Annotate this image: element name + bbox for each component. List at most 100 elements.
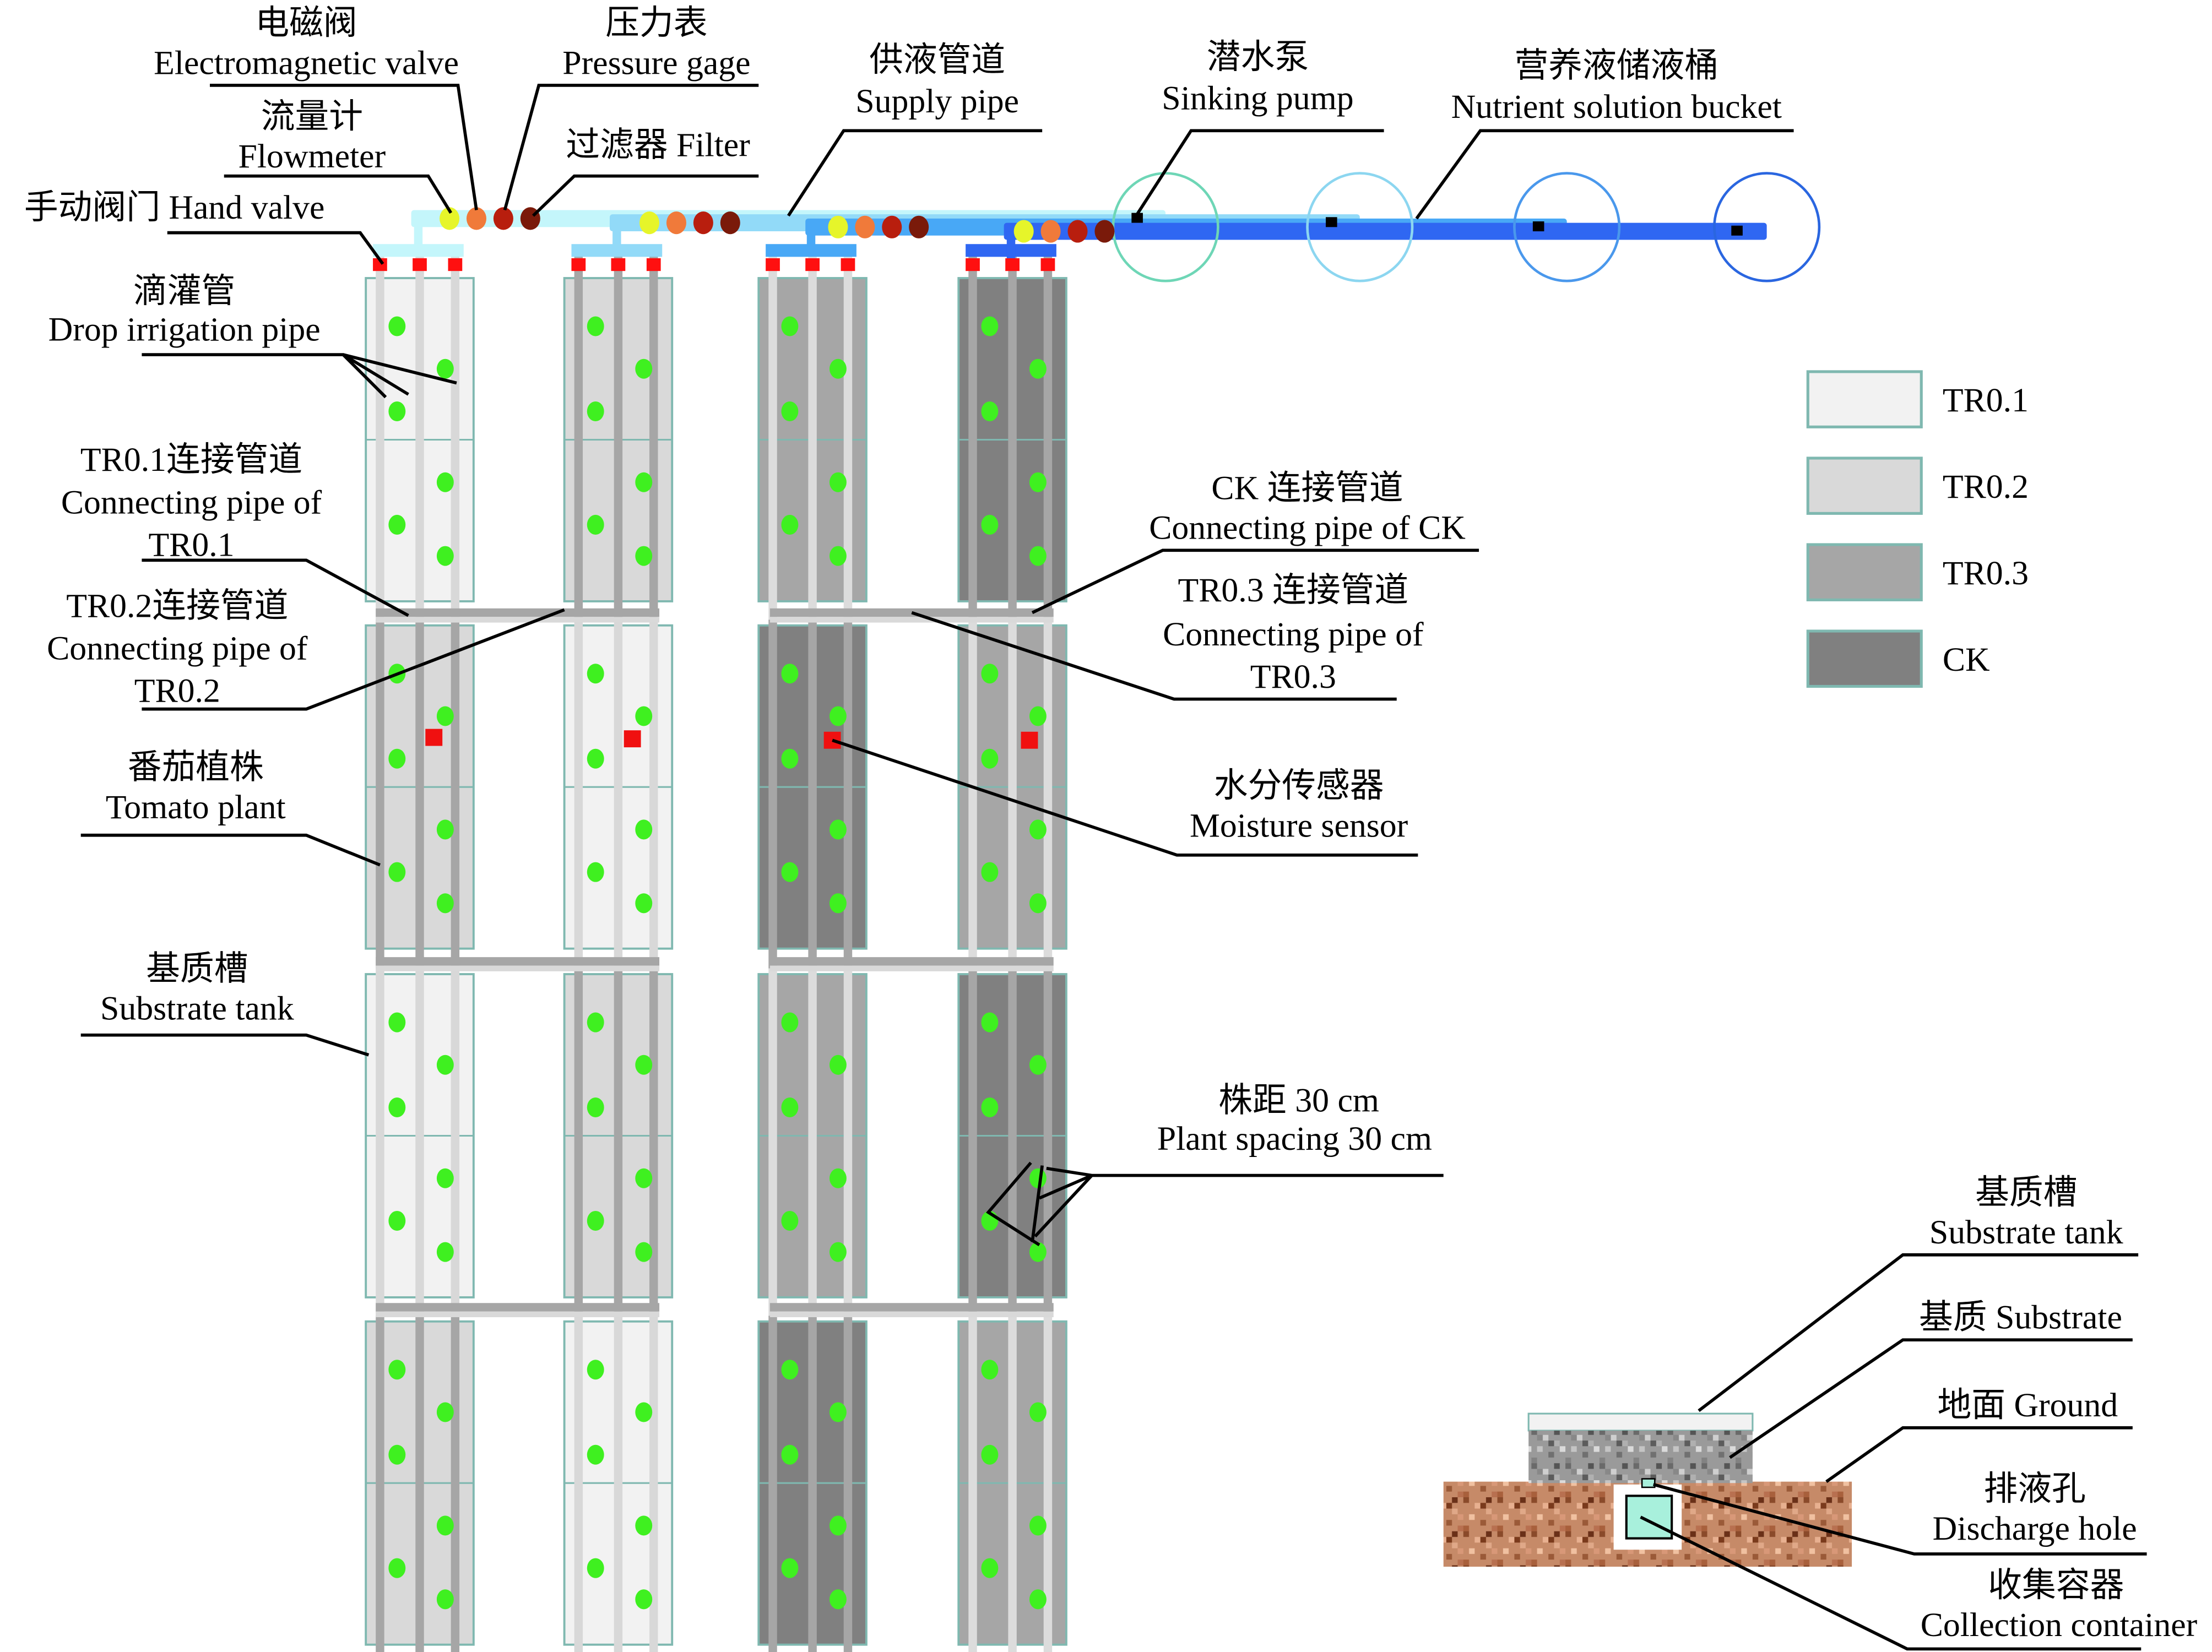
substrate-tank <box>757 252 868 622</box>
hand-valve-icon <box>611 258 626 271</box>
drip-irrigation-pipe <box>574 1316 583 1652</box>
cs-substrate: 基质 Substrate <box>1919 1299 2122 1336</box>
drip-irrigation-pipe <box>614 968 623 1318</box>
leader-cs-substrate <box>1729 1338 2133 1459</box>
leader-nutrient-bucket <box>1415 129 1794 220</box>
valve-assemblies <box>373 207 1115 271</box>
leader-drip-pipe-3 <box>343 353 457 385</box>
flowmeter-icon <box>828 215 848 238</box>
tomato-plant-icon <box>587 1360 604 1380</box>
leader-flowmeter <box>224 174 453 214</box>
label-nutrient-bucket: 营养液储液桶 Nutrient solution bucket <box>1451 47 1782 126</box>
tomato-plant-icon <box>436 1402 454 1422</box>
tomato-plant-icon <box>1029 1589 1047 1610</box>
legend-label: TR0.2 <box>1943 468 2029 506</box>
cs-collection-en: Collection container <box>1921 1606 2198 1644</box>
leader-ck-pipe <box>1031 548 1479 615</box>
substrate-tank <box>563 1316 674 1652</box>
tomato-plant-icon <box>781 1558 799 1578</box>
substrate-tank <box>957 968 1067 1318</box>
filter-icon <box>1094 220 1115 243</box>
pressure-gage-icon <box>882 215 902 238</box>
tomato-plant-icon <box>635 472 653 492</box>
connecting-pipe-tr <box>376 965 660 971</box>
tomato-plant-icon <box>981 316 999 336</box>
drip-irrigation-pipe <box>376 968 384 1318</box>
label-plant-spacing: 株距 30 cm Plant spacing 30 cm <box>1157 1082 1432 1158</box>
tomato-plant-icon <box>388 1210 406 1231</box>
drip-irrigation-pipe <box>968 252 977 622</box>
moisture-sensor-zh: 水分传感器 <box>1214 767 1384 805</box>
drip-irrigation-pipe <box>968 620 977 969</box>
tomato-plant-icon <box>781 1210 799 1231</box>
leader-tr03-pipe <box>911 611 1397 701</box>
legend-swatch <box>1806 543 1923 601</box>
supply-pipe-zh: 供液管道 <box>869 41 1005 79</box>
tomato-zh: 番茄植株 <box>128 749 264 786</box>
substrate-tank <box>365 1316 475 1652</box>
tomato-plant-icon <box>587 748 604 769</box>
sinking-pump-icon <box>1326 217 1337 227</box>
substrate-tank <box>365 252 475 622</box>
sinking-pump-icon <box>1532 221 1544 232</box>
drip-irrigation-pipe <box>768 252 777 622</box>
tomato-plant-icon <box>587 401 604 422</box>
drip-irrigation-pipe <box>376 252 384 622</box>
label-tr03-pipe: TR0.3 连接管道 Connecting pipe of TR0.3 <box>1163 572 1424 695</box>
substrate-layer <box>1528 1430 1753 1483</box>
label-sinking-pump: 潜水泵 Sinking pump <box>1162 39 1353 117</box>
tomato-plant-icon <box>981 1444 999 1465</box>
manifold-pipe <box>373 244 464 257</box>
label-hand-valve: 手动阀门 Hand valve <box>24 189 325 226</box>
connecting-pipe-tr <box>376 1303 660 1312</box>
ck-pipe-en: Connecting pipe of CK <box>1149 509 1466 547</box>
tr03-pipe-en1: Connecting pipe of <box>1163 616 1424 653</box>
moisture-sensor-icon <box>425 729 443 746</box>
legend-label: TR0.1 <box>1943 382 2029 419</box>
tomato-plant-icon <box>781 401 799 422</box>
ck-pipe-zh: CK 连接管道 <box>1211 470 1403 507</box>
drip-irrigation-pipe <box>415 1316 424 1652</box>
drip-irrigation-pipe <box>1008 252 1017 622</box>
moisture-sensor-icon <box>1021 731 1038 749</box>
label-substrate-tank: 基质槽 Substrate tank <box>100 950 294 1027</box>
tr02-pipe-en2: TR0.2 <box>134 672 220 710</box>
tomato-plant-icon <box>635 1055 653 1075</box>
leader-cs-discharge-hole <box>1652 1483 2147 1556</box>
riser-pipe <box>612 222 621 252</box>
tomato-plant-icon <box>829 1242 847 1262</box>
tr02-pipe-en1: Connecting pipe of <box>47 630 308 667</box>
tr03-pipe-en2: TR0.3 <box>1250 658 1336 695</box>
tomato-plant-icon <box>635 358 653 379</box>
hand-valve-icon <box>1005 258 1020 271</box>
spacing-marker <box>986 1161 1040 1247</box>
drip-irrigation-pipe <box>649 252 658 622</box>
drip-irrigation-pipe <box>574 620 583 969</box>
nutrient-bucket-en: Nutrient solution bucket <box>1451 88 1782 126</box>
hand-valve-icon <box>766 258 780 271</box>
tomato-plant-icon <box>436 893 454 914</box>
spacing-marker <box>1031 1165 1044 1242</box>
hand-valve-icon <box>966 258 980 271</box>
drip-irrigation-pipe <box>415 252 424 622</box>
drip-irrigation-pipe <box>1043 968 1053 1318</box>
substrate-tank-shell <box>1527 1412 1754 1432</box>
electromagnetic-valve-icon <box>666 211 686 235</box>
tomato-plant-icon <box>436 1515 454 1536</box>
drip-irrigation-pipe <box>614 620 623 969</box>
substrate-tank <box>563 252 674 622</box>
legend-item-tr01: TR0.1 <box>1806 370 2029 428</box>
supply-pipe-4 <box>1004 222 1767 240</box>
substrate-tank <box>757 968 868 1318</box>
tr01-pipe-zh: TR0.1连接管道 <box>80 441 302 479</box>
drip-pipe-en: Drop irrigation pipe <box>48 311 321 348</box>
substrate-tank-zh: 基质槽 <box>146 950 248 987</box>
flowmeter-en: Flowmeter <box>238 138 386 175</box>
tomato-plant-icon <box>388 1012 406 1032</box>
drip-irrigation-pipe <box>649 1316 658 1652</box>
tomato-plant-icon <box>587 1097 604 1118</box>
leader-plant-spacing-3 <box>1034 1174 1093 1238</box>
substrate-tank <box>365 968 475 1318</box>
moisture-sensor-icon <box>624 730 641 748</box>
